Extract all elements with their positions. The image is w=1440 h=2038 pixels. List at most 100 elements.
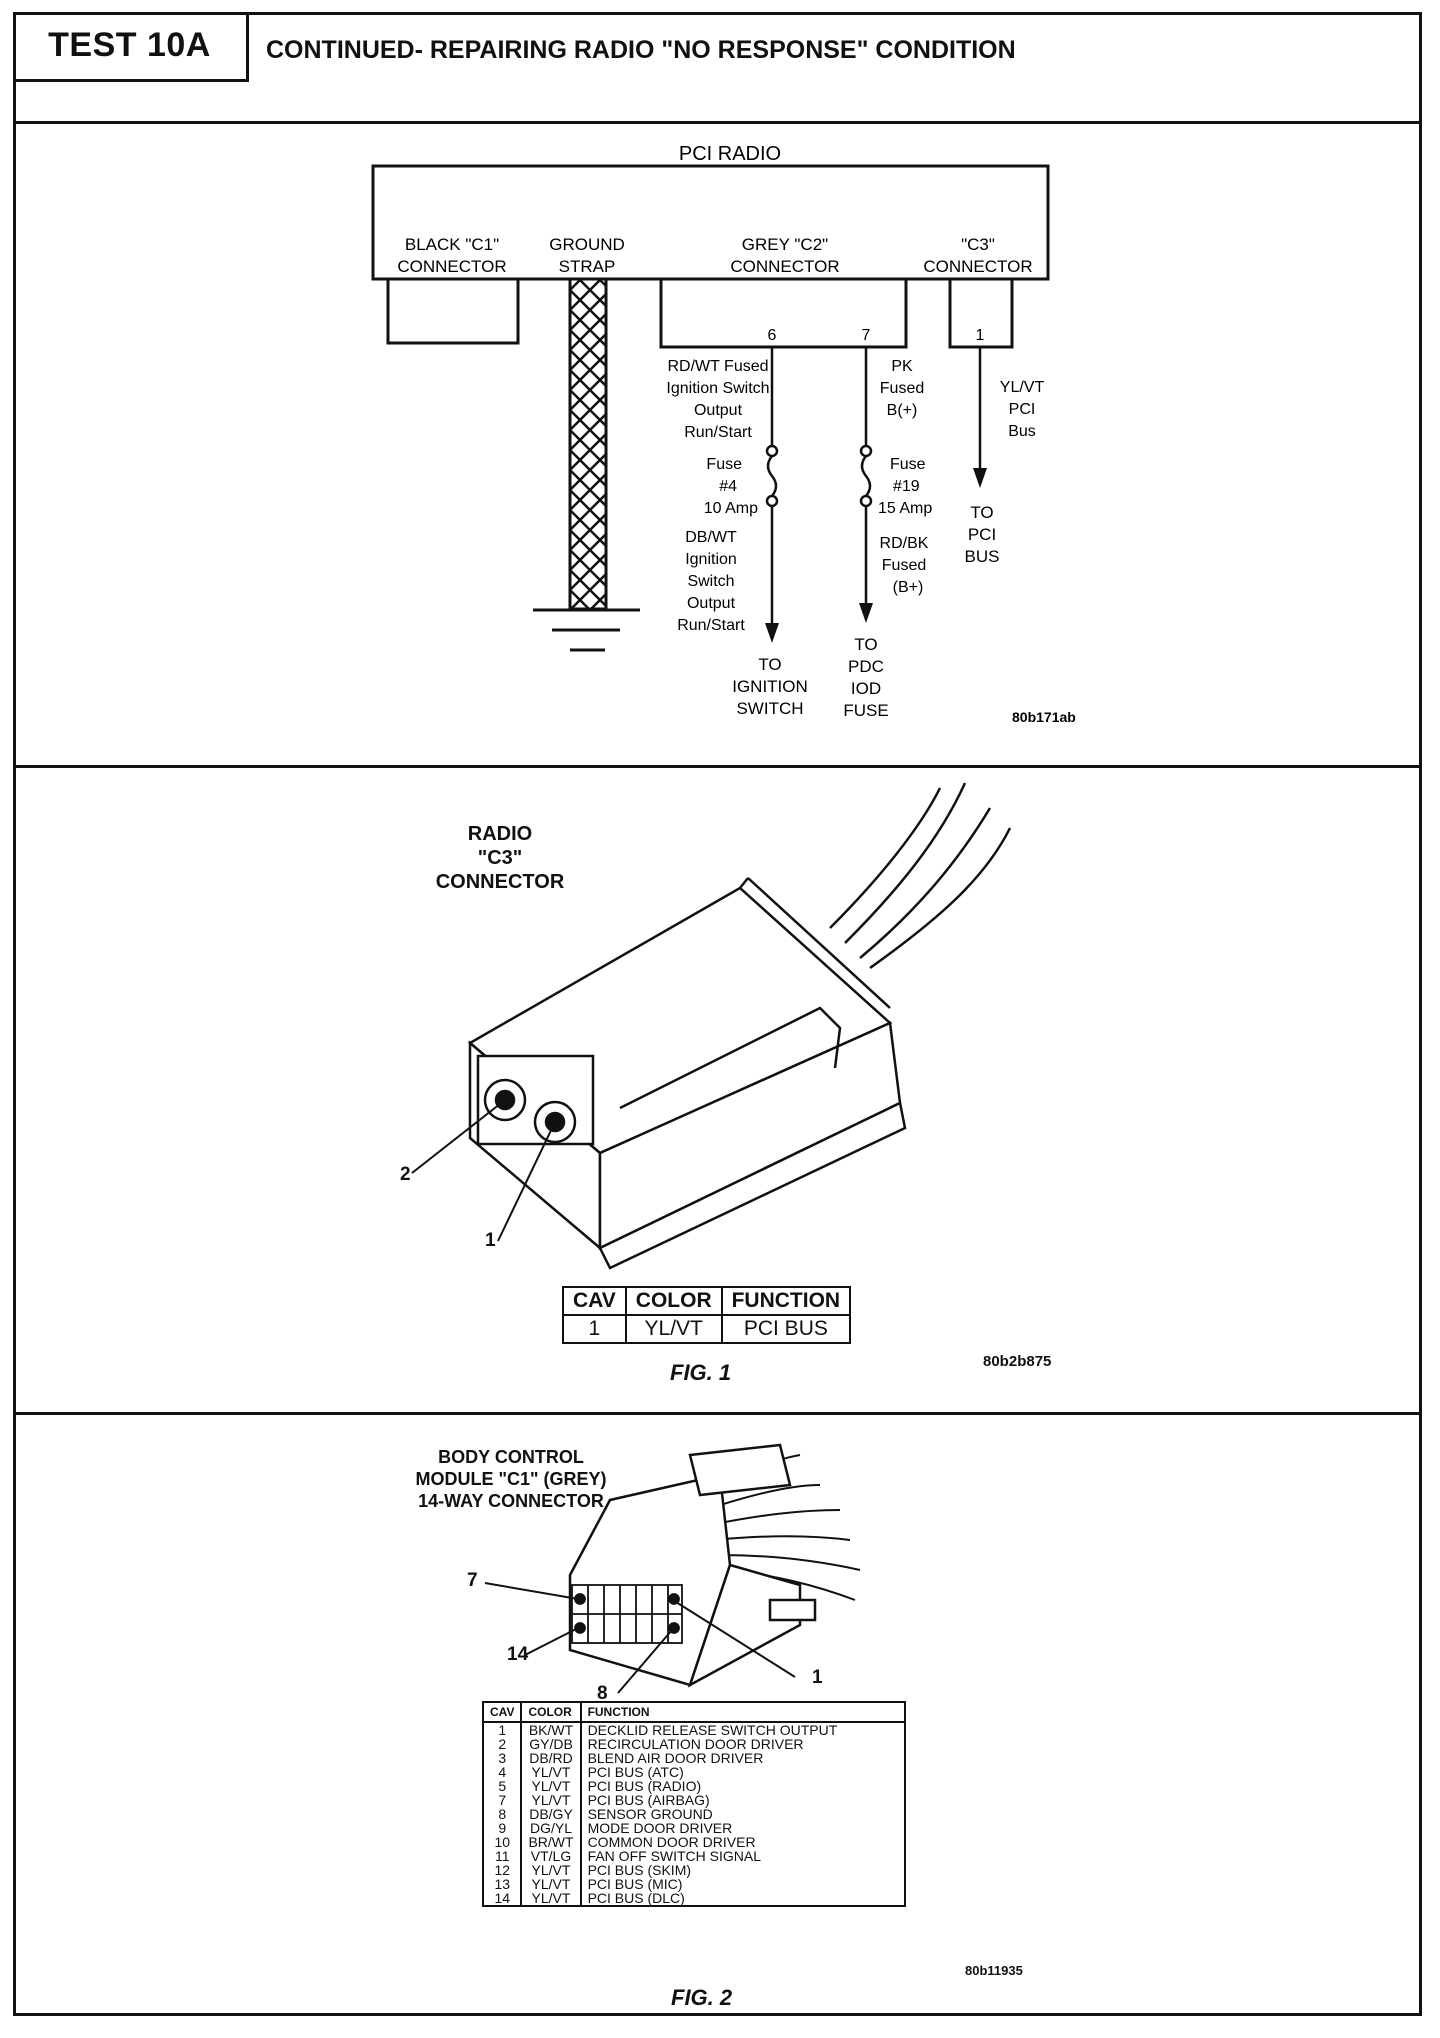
arrow-pin7 xyxy=(859,603,873,623)
svg-text:GREY "C2": GREY "C2" xyxy=(742,235,828,254)
test-id: TEST 10A xyxy=(48,26,211,64)
cell-function: PCI BUS (RADIO) xyxy=(579,1779,906,1793)
svg-text:#4: #4 xyxy=(719,478,737,495)
svg-text:TO: TO xyxy=(854,635,877,654)
col-function: FUNCTION xyxy=(579,1701,906,1723)
svg-text:CONNECTOR: CONNECTOR xyxy=(923,257,1032,276)
cell-cav: 7 xyxy=(481,1793,523,1807)
callout-7: 7 xyxy=(467,1570,478,1591)
schematic-ref-code: 80b171ab xyxy=(1012,709,1076,725)
ground-strap-label: GROUND STRAP xyxy=(549,235,625,276)
wire7-lower-label: RD/BK Fused (B+) xyxy=(880,535,929,596)
table-row: 1 YL/VT PCI BUS xyxy=(562,1314,852,1344)
ground-strap xyxy=(568,277,608,611)
cell-cav: 1 xyxy=(481,1722,523,1737)
wire6-lower-label: DB/WT Ignition Switch Output Run/Start xyxy=(677,529,745,634)
radio-schematic: PCI RADIO BLACK "C1" CONNECTOR GROUND ST… xyxy=(371,143,1076,725)
c3-pinout-table: CAV COLOR FUNCTION 1 YL/VT PCI BUS xyxy=(562,1286,852,1344)
svg-text:FUSE: FUSE xyxy=(843,701,888,720)
table-header-row: CAV COLOR FUNCTION xyxy=(562,1286,852,1316)
dest-pin6: TO IGNITION SWITCH xyxy=(732,655,808,718)
radio-c3-connector-drawing xyxy=(411,782,1012,1270)
fuse4-label: Fuse #4 10 Amp xyxy=(704,456,758,517)
bcm-connector-body xyxy=(568,1443,817,1688)
svg-text:Switch: Switch xyxy=(687,573,734,590)
cell-cav: 11 xyxy=(481,1849,523,1863)
svg-text:TO: TO xyxy=(758,655,781,674)
svg-text:RD/WT Fused: RD/WT Fused xyxy=(667,358,768,375)
cell-function: MODE DOOR DRIVER xyxy=(579,1821,906,1835)
svg-text:PCI: PCI xyxy=(1009,401,1036,418)
grey-c2-connector xyxy=(659,277,908,349)
cell-color: DG/YL xyxy=(520,1821,582,1835)
bcm-cavity-grid xyxy=(571,1584,683,1644)
col-color: COLOR xyxy=(624,1286,723,1316)
module-title: PCI RADIO xyxy=(679,143,781,165)
svg-text:Fuse: Fuse xyxy=(706,456,742,473)
col-cav: CAV xyxy=(481,1701,523,1723)
svg-text:Output: Output xyxy=(694,402,743,419)
c3-label: "C3" CONNECTOR xyxy=(923,235,1032,276)
bcm-c1-connector-drawing xyxy=(484,1443,861,1694)
col-color: COLOR xyxy=(520,1701,582,1723)
callout-2: 2 xyxy=(400,1164,411,1185)
svg-text:DB/WT: DB/WT xyxy=(685,529,737,546)
fig2-ref-code: 80b11935 xyxy=(965,1963,1023,1978)
cell-color: YL/VT xyxy=(520,1877,582,1891)
cell-cav: 5 xyxy=(481,1779,523,1793)
fuse19-label: Fuse #19 15 Amp xyxy=(878,456,932,517)
cell-function: PCI BUS (SKIM) xyxy=(579,1863,906,1877)
svg-text:BUS: BUS xyxy=(965,547,1000,566)
black-c1-connector xyxy=(386,277,520,345)
cell-function: COMMON DOOR DRIVER xyxy=(579,1835,906,1849)
svg-text:(B+): (B+) xyxy=(893,579,924,596)
wire-pin6 xyxy=(765,347,779,625)
cell-function: BLEND AIR DOOR DRIVER xyxy=(579,1751,906,1765)
fig1-caption: FIG. 1 xyxy=(670,1360,732,1385)
cell-function: FAN OFF SWITCH SIGNAL xyxy=(579,1849,906,1863)
cell-function: PCI BUS (MIC) xyxy=(579,1877,906,1891)
cell-color: YL/VT xyxy=(520,1891,582,1907)
cell-cav: 3 xyxy=(481,1751,523,1765)
svg-text:BLACK "C1": BLACK "C1" xyxy=(405,235,499,254)
svg-text:Output: Output xyxy=(687,595,736,612)
table-header-row: CAV COLOR FUNCTION xyxy=(481,1701,906,1723)
svg-text:15 Amp: 15 Amp xyxy=(878,500,932,517)
cell-cav: 9 xyxy=(481,1821,523,1835)
arrow-pin6 xyxy=(765,623,779,643)
svg-text:Fuse: Fuse xyxy=(890,456,926,473)
svg-text:GROUND: GROUND xyxy=(549,235,625,254)
cell-cav: 10 xyxy=(481,1835,523,1849)
cell-function: PCI BUS (AIRBAG) xyxy=(579,1793,906,1807)
wire6-upper-label: RD/WT Fused Ignition Switch Output Run/S… xyxy=(666,358,769,441)
wire7-upper-label: PK Fused B(+) xyxy=(880,358,924,419)
cell-function: PCI BUS (DLC) xyxy=(579,1891,906,1907)
svg-text:PK: PK xyxy=(891,358,913,375)
cell-color: DB/GY xyxy=(520,1807,582,1821)
black-c1-label: BLACK "C1" CONNECTOR xyxy=(397,235,506,276)
cell-function: RECIRCULATION DOOR DRIVER xyxy=(579,1737,906,1751)
c3-wire-bundle xyxy=(829,782,1012,970)
dest-pin7: TO PDC IOD FUSE xyxy=(843,635,888,720)
ground-symbol xyxy=(533,608,640,652)
cell-color: YL/VT xyxy=(520,1863,582,1877)
cell-cav: 13 xyxy=(481,1877,523,1891)
arrow-pin1 xyxy=(973,468,987,488)
fig1-ref-code: 80b2b875 xyxy=(983,1353,1052,1370)
cell-color: YL/VT xyxy=(520,1793,582,1807)
cell-color: YL/VT xyxy=(520,1779,582,1793)
svg-text:Fused: Fused xyxy=(880,380,924,397)
svg-text:Ignition: Ignition xyxy=(685,551,737,568)
bcm-c1-label: BODY CONTROL MODULE "C1" (GREY) 14-WAY C… xyxy=(415,1447,607,1511)
cell-color: BR/WT xyxy=(520,1835,582,1849)
dest-pin1: TO PCI BUS xyxy=(965,503,1000,566)
wire-pin7 xyxy=(859,347,873,605)
